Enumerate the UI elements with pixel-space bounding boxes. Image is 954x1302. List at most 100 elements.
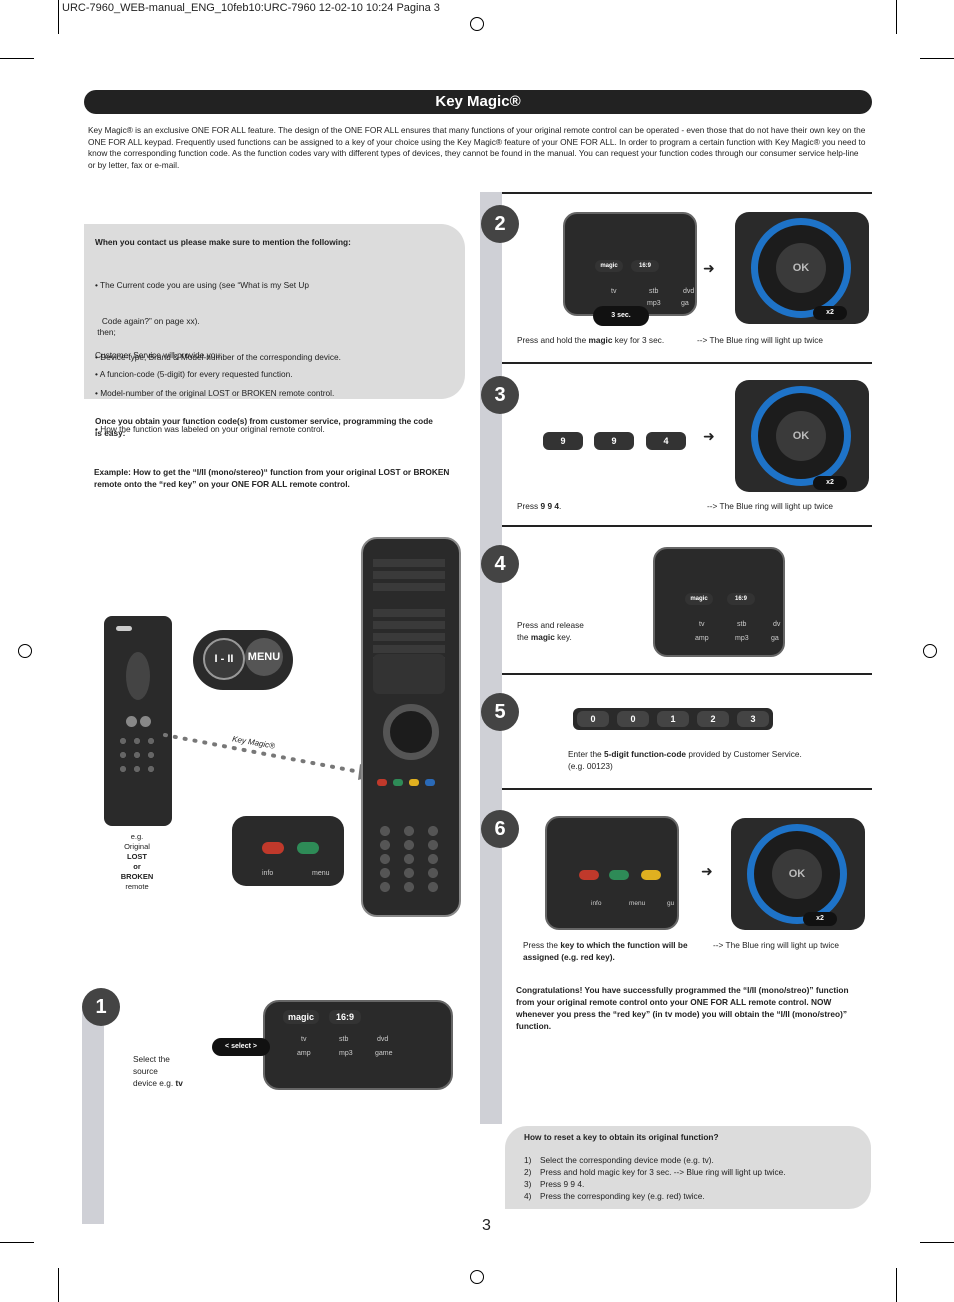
crop-mark (920, 1242, 954, 1243)
list-item: • Device-type, Brand & Model-number of t… (95, 352, 341, 362)
original-remote-image (104, 616, 172, 826)
once-text: Once you obtain your function code(s) fr… (95, 416, 433, 438)
step-number-4: 4 (481, 545, 519, 583)
key-16-9: 16:9 (631, 260, 659, 272)
crop-mark (0, 1242, 34, 1243)
reset-list: 1) Select the corresponding device mode (… (524, 1154, 786, 1202)
arrow-right-icon: ➜ (703, 428, 715, 444)
item-text: Select the corresponding device mode (e.… (540, 1155, 714, 1165)
key-dvd: dvd (683, 288, 695, 295)
divider (502, 673, 872, 675)
item-text: Press 9 9 4. (540, 1179, 585, 1189)
key-9: 9 (594, 432, 634, 450)
menu-button: MENU (245, 638, 283, 676)
original-remote-caption: e.g. Original LOST or BROKEN remote (112, 832, 162, 892)
caption-line: Original (124, 842, 150, 851)
text-line: key to which the function will be assign… (523, 940, 688, 962)
contact-provide-item: • A funcion-code (5-digit) for every req… (95, 369, 293, 379)
list-item: 2) Press and hold magic key for 3 sec. --… (524, 1166, 786, 1178)
divider (502, 525, 872, 527)
text-line: provided by Customer Service. (688, 749, 802, 759)
key-stb: stb (737, 621, 747, 628)
ok-button: OK (772, 849, 822, 899)
registration-mark-icon (470, 1270, 484, 1284)
step2-ok-ring-image: OK x2 (735, 212, 869, 324)
step6-text: Press the key to which the function will… (523, 939, 703, 963)
text-line: magic (588, 335, 613, 345)
caption-line: or (133, 862, 141, 871)
oneforall-remote-image (361, 537, 461, 917)
item-number: 2) (524, 1167, 532, 1177)
step3-result: --> The Blue ring will light up twice (707, 501, 833, 511)
list-item: 4)Press the corresponding key (e.g. red)… (524, 1190, 786, 1202)
step-number-2: 2 (481, 205, 519, 243)
key-amp: amp (695, 635, 709, 642)
text-line: Enter the (568, 749, 602, 759)
info-key-label: info (262, 870, 274, 877)
crop-mark (920, 58, 954, 59)
text-line: device e.g. (133, 1078, 174, 1088)
text-line: key. (557, 632, 572, 642)
step1-remote-image: magic 16:9 tv stb dvd amp mp3 game (263, 1000, 453, 1090)
key-magic: magic (283, 1010, 319, 1024)
item-number: 1) (524, 1155, 532, 1165)
text-line: Press (517, 501, 539, 511)
i-ii-button: I - II (203, 638, 245, 680)
list-item: 1) Select the corresponding device mode (… (524, 1154, 786, 1166)
page-title: Key Magic® (84, 90, 872, 114)
divider (502, 192, 872, 194)
crop-mark (896, 1268, 897, 1302)
caption-line: remote (125, 882, 149, 891)
intro-paragraph: Key Magic® is an exclusive ONE FOR ALL f… (88, 125, 866, 170)
key-4: 4 (646, 432, 686, 450)
item-text: Press and hold magic key for 3 sec. --> … (540, 1167, 786, 1177)
step2-text: Press and hold the magic key for 3 sec. (517, 334, 664, 346)
key-9: 9 (543, 432, 583, 450)
caption-line: BROKEN (120, 872, 154, 881)
reset-heading: How to reset a key to obtain its origina… (524, 1132, 719, 1142)
key-tv: tv (699, 621, 705, 628)
page-number: 3 (482, 1217, 491, 1234)
x2-badge: x2 (803, 912, 837, 926)
step-column (480, 192, 502, 1124)
congrats-text: Congratulations! You have successfully p… (516, 985, 849, 1031)
key-dvd: dvd (377, 1036, 389, 1043)
list-item: • The Current code you are using (see “W… (95, 280, 309, 290)
key-game: game (375, 1050, 393, 1057)
key-16-9: 16:9 (727, 593, 755, 605)
step2-result: --> The Blue ring will light up twice (697, 335, 823, 345)
print-header: URC-7960_WEB-manual_ENG_10feb10:URC-7960… (62, 2, 440, 14)
key-0: 0 (617, 711, 649, 727)
key-gu: gu (667, 900, 675, 907)
key-info: info (591, 900, 602, 907)
key-menu: menu (629, 900, 646, 907)
registration-mark-icon (18, 644, 32, 658)
step3-text: Press 9 9 4. (517, 500, 561, 512)
key-2: 2 (697, 711, 729, 727)
contact-list: • The Current code you are using (see “W… (95, 255, 341, 459)
caption-line: e.g. (130, 832, 144, 841)
crop-mark (896, 0, 897, 34)
key-mp3: mp3 (647, 300, 661, 307)
step-column (82, 1008, 104, 1224)
registration-mark-icon (470, 17, 484, 31)
list-item: • Model-number of the original LOST or B… (95, 388, 335, 398)
x2-badge: x2 (813, 476, 847, 490)
key-ga: ga (681, 300, 689, 307)
hold-badge: 3 sec. (593, 306, 649, 326)
contact-then: then; (95, 327, 116, 337)
step1-text: Select the source device e.g. tv (133, 1053, 183, 1089)
item-number: 3) (524, 1179, 532, 1189)
key-3: 3 (737, 711, 769, 727)
step-number-1: 1 (82, 988, 120, 1026)
divider (502, 788, 872, 790)
arrow-right-icon: ➜ (703, 260, 715, 276)
key-1: 1 (657, 711, 689, 727)
select-badge: < select > (212, 1038, 270, 1056)
key-mp3: mp3 (339, 1050, 353, 1057)
text-line: 5-digit function-code (603, 749, 687, 759)
step4-text: Press and release the magic key. (517, 619, 584, 643)
crop-mark (0, 58, 34, 59)
list-item: • How the function was labeled on your o… (95, 424, 325, 434)
step5-text: Enter the 5-digit function-code provided… (568, 748, 802, 772)
